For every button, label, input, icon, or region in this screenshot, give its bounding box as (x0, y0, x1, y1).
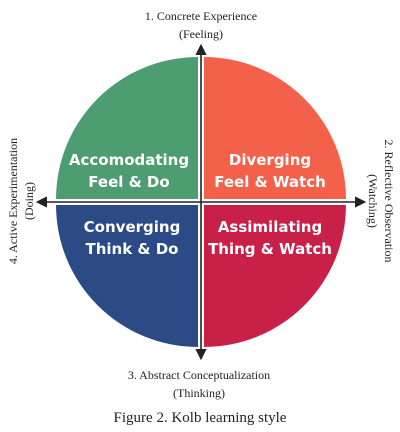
accomodating-title: Accomodating (69, 151, 189, 169)
axis-right-sub: (Watching) (366, 174, 380, 228)
axis-left-sub: (Doing) (22, 182, 36, 220)
figure-caption: Figure 2. Kolb learning style (114, 410, 287, 426)
quadrant-diverging (204, 57, 346, 199)
axis-left-label: 4. Active Experimentation (6, 138, 20, 264)
diverging-subtitle: Feel & Watch (214, 173, 326, 191)
converging-subtitle: Think & Do (86, 240, 179, 258)
diverging-title: Diverging (229, 151, 311, 169)
converging-title: Converging (84, 218, 181, 236)
assimilating-subtitle: Thing & Watch (208, 240, 332, 258)
axis-top-label: 1. Concrete Experience (145, 9, 257, 23)
quadrant-converging (56, 205, 198, 347)
axis-right-label: 2. Reflective Observation (382, 140, 396, 263)
axis-bottom-sub: (Thinking) (173, 386, 225, 400)
accomodating-subtitle: Feel & Do (88, 173, 169, 191)
axis-top-sub: (Feeling) (179, 27, 223, 41)
axis-bottom-label: 3. Abstract Conceptualization (128, 368, 270, 382)
assimilating-title: Assimilating (218, 218, 322, 236)
quadrant-accomodating (56, 57, 198, 199)
quadrant-assimilating (204, 205, 346, 347)
